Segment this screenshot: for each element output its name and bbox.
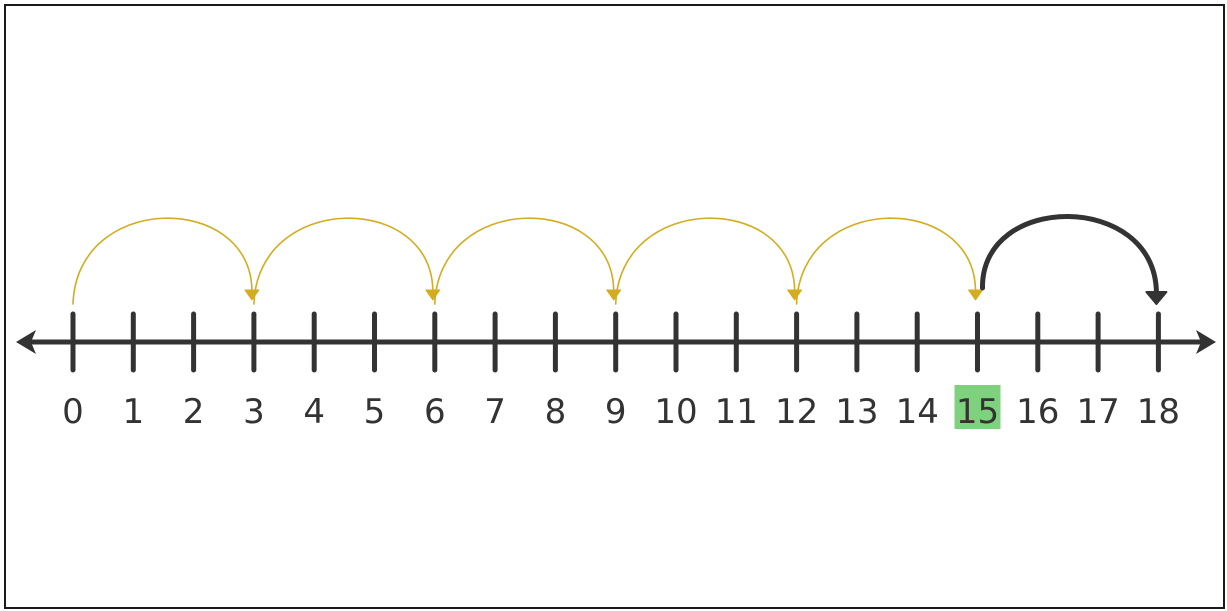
- jump-arrowhead-icon-12: [787, 289, 803, 301]
- tick-label-17: 17: [1076, 392, 1119, 432]
- jump-arrowhead-icon-9: [606, 289, 622, 301]
- highlight-box: [954, 385, 1001, 429]
- jump-arrowhead-icon-15: [968, 289, 983, 301]
- tick-label-3: 3: [243, 392, 265, 432]
- tick-label-7: 7: [484, 392, 506, 432]
- right-arrow-icon: [1196, 330, 1216, 354]
- tick-label-1: 1: [122, 392, 144, 432]
- tick-label-6: 6: [424, 392, 446, 432]
- tick-label-4: 4: [303, 392, 325, 432]
- tick-label-14: 14: [896, 392, 939, 432]
- jump-arrowhead-icon-18: [1145, 291, 1168, 305]
- jump-arc-12-to-15: [795, 217, 977, 305]
- jump-arrowhead-icon-6: [425, 289, 441, 301]
- tick-label-12: 12: [775, 392, 818, 432]
- jump-arc-9-to-12: [614, 217, 796, 305]
- tick-label-0: 0: [62, 392, 84, 432]
- tick-label-8: 8: [545, 392, 567, 432]
- tick-label-9: 9: [605, 392, 627, 432]
- frame-border: [4, 4, 1225, 609]
- jump-arc-3-to-6: [253, 217, 434, 305]
- jump-arc-15-to-18: [979, 214, 1159, 295]
- tick-label-16: 16: [1016, 392, 1059, 432]
- tick-label-5: 5: [364, 392, 386, 432]
- tick-label-2: 2: [183, 392, 205, 432]
- left-arrow-icon: [16, 330, 36, 354]
- jump-arc-0-to-3: [72, 217, 253, 305]
- tick-label-18: 18: [1137, 392, 1180, 432]
- jump-arrowhead-icon-3: [244, 289, 260, 301]
- tick-label-10: 10: [654, 392, 697, 432]
- tick-label-11: 11: [715, 392, 758, 432]
- tick-label-15: 15: [956, 392, 999, 432]
- tick-label-13: 13: [835, 392, 878, 432]
- jump-arc-6-to-9: [434, 217, 615, 305]
